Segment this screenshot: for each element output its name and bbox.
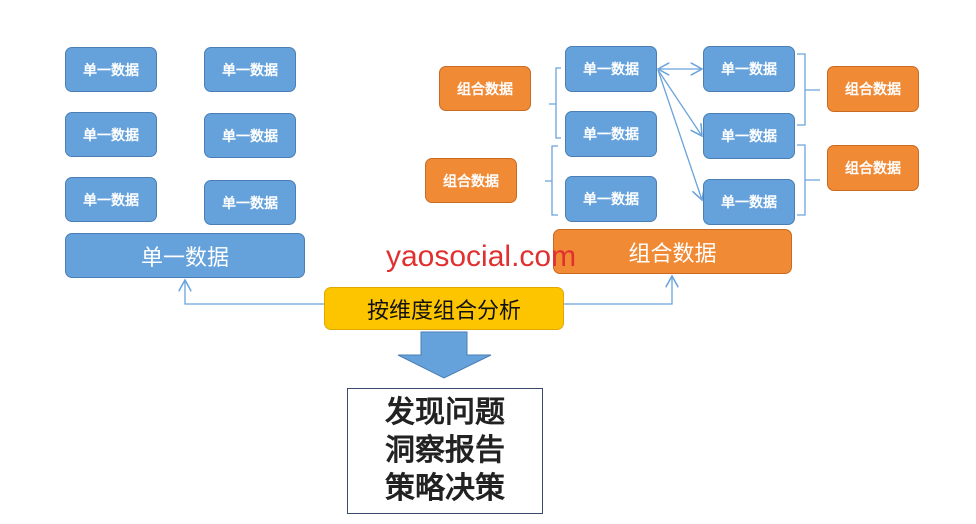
single-data-box: 单一数据: [703, 113, 795, 159]
brace-right-1: [797, 53, 820, 126]
brace-right-2: [797, 144, 820, 216]
down-arrow-icon: [397, 331, 492, 379]
single-data-box: 单一数据: [703, 46, 795, 92]
single-data-box: 单一数据: [204, 47, 296, 92]
brace-left-1: [549, 67, 561, 139]
single-data-box: 单一数据: [204, 180, 296, 225]
single-data-box: 单一数据: [565, 176, 657, 222]
combined-data-box: 组合数据: [827, 66, 919, 112]
combined-data-title: 组合数据: [553, 229, 792, 274]
connector-right: [564, 276, 672, 305]
brace-left-2: [545, 145, 558, 216]
single-data-box: 单一数据: [65, 47, 157, 92]
outcome-box: 发现问题 洞察报告 策略决策: [347, 388, 543, 514]
single-data-box: 单一数据: [65, 112, 157, 157]
outcome-item: 洞察报告: [385, 433, 505, 468]
analysis-box: 按维度组合分析: [324, 287, 564, 330]
arrow-link-3: [657, 69, 702, 200]
single-data-box: 单一数据: [565, 111, 657, 157]
single-data-box: 单一数据: [703, 179, 795, 225]
watermark: yaosocial.com: [386, 240, 577, 273]
outcome-item: 策略决策: [385, 471, 505, 506]
outcome-item: 发现问题: [385, 395, 505, 430]
single-data-title: 单一数据: [65, 233, 305, 278]
combined-data-box: 组合数据: [425, 158, 517, 203]
single-data-box: 单一数据: [565, 46, 657, 92]
single-data-box: 单一数据: [204, 113, 296, 158]
arrow-link-2: [657, 69, 702, 136]
combined-data-box: 组合数据: [827, 145, 919, 191]
single-data-box: 单一数据: [65, 177, 157, 222]
connector-left: [185, 280, 324, 305]
combined-data-box: 组合数据: [439, 66, 531, 111]
